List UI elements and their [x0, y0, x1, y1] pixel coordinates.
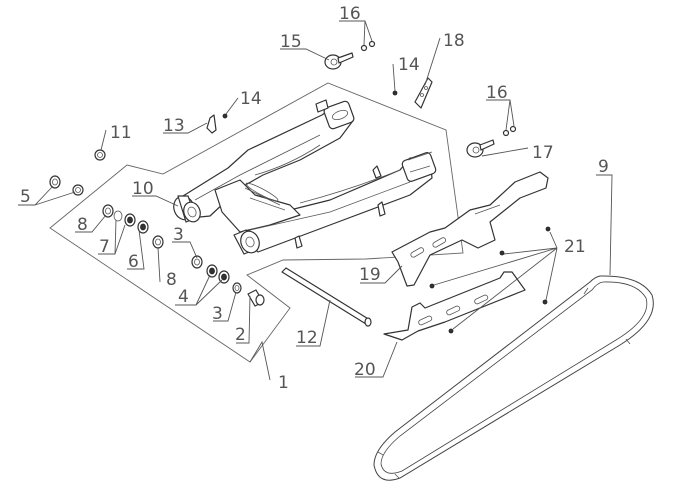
callout-3b: 3 — [212, 304, 223, 324]
callout-16a: 16 — [339, 4, 361, 24]
part-15-adjuster — [324, 52, 354, 70]
part-13-chain-clip — [206, 114, 217, 134]
swingarm-body — [173, 99, 437, 255]
part-17-adjuster — [466, 139, 495, 158]
part-9-chain — [373, 275, 654, 481]
callout-16b: 16 — [486, 83, 508, 103]
part-14-screw — [222, 113, 228, 119]
part-18-bracket — [414, 77, 433, 109]
callout-10: 10 — [132, 179, 154, 199]
callout-1: 1 — [278, 373, 289, 393]
part-5-bushings — [49, 175, 84, 196]
callout-11: 11 — [110, 123, 132, 143]
callout-9: 9 — [598, 157, 609, 177]
callout-14a: 14 — [240, 89, 262, 109]
part-16-nuts-upper — [360, 40, 376, 52]
callout-8a: 8 — [77, 215, 88, 235]
callout-20: 20 — [354, 360, 376, 380]
pivot-bearing-stack — [102, 204, 265, 307]
callout-12: 12 — [296, 328, 318, 348]
part-21-screws — [429, 226, 551, 334]
callout-15: 15 — [280, 32, 302, 52]
part-16-nuts-right — [502, 125, 517, 137]
callout-17: 17 — [532, 143, 554, 163]
callout-underlines — [18, 20, 612, 378]
callout-3a: 3 — [173, 225, 184, 245]
leader-lines — [18, 20, 613, 381]
callout-6: 6 — [128, 252, 139, 272]
callout-4: 4 — [178, 287, 189, 307]
part-12-axle — [281, 267, 372, 327]
part-20-lower-chain-guard — [383, 271, 526, 341]
callout-2: 2 — [235, 325, 246, 345]
callout-5: 5 — [20, 187, 31, 207]
callout-7: 7 — [99, 237, 110, 257]
callout-14b: 14 — [398, 55, 420, 75]
callout-8b: 8 — [166, 270, 177, 290]
callout-18: 18 — [443, 31, 465, 51]
part-14-screw-upper — [392, 90, 398, 96]
callout-labels: 1 2 3 3 4 5 6 7 8 8 9 10 11 12 13 14 14 … — [20, 4, 609, 393]
callout-19: 19 — [359, 265, 381, 285]
part-19-upper-chain-guard — [391, 171, 549, 287]
callout-13: 13 — [163, 116, 185, 136]
callout-21: 21 — [564, 237, 586, 257]
part-11-nut — [94, 149, 106, 161]
